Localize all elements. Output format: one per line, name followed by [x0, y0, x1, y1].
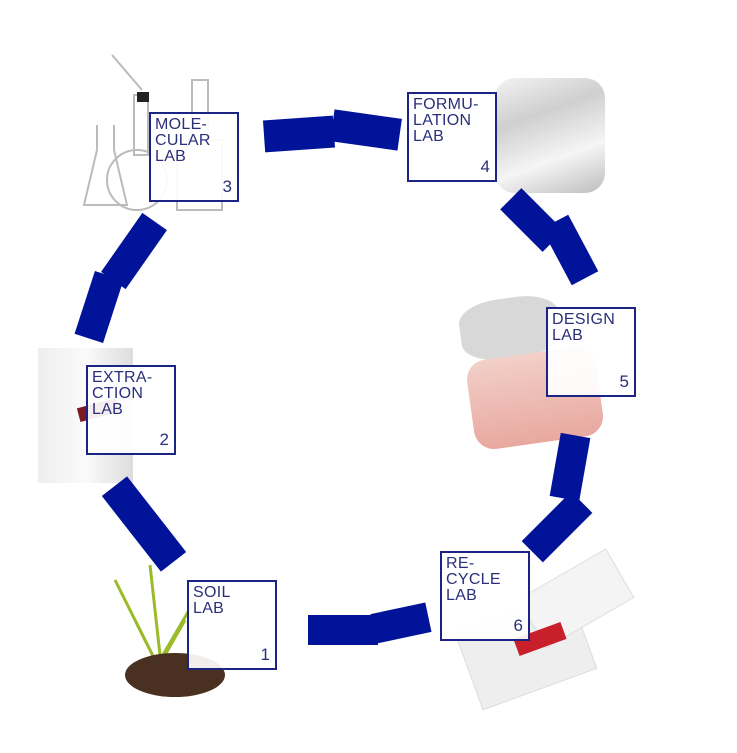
lab-number: 6	[513, 616, 523, 635]
lab-number: 2	[159, 430, 169, 449]
lab-number: 1	[260, 645, 270, 664]
lab-label: DESIGN LAB	[552, 311, 616, 344]
lab-label: FORMU- LATION LAB	[413, 96, 479, 145]
arrow-1-to-2	[101, 476, 187, 572]
lab-label: MOLE- CULAR LAB	[155, 116, 211, 165]
lab-label: RE- CYCLE LAB	[446, 555, 501, 604]
lab-box-molecular[interactable]: MOLE- CULAR LAB 3	[149, 112, 239, 202]
lab-box-formulation[interactable]: FORMU- LATION LAB 4	[407, 92, 497, 182]
arrow-3-to-4-a	[262, 115, 336, 153]
arrow-6-to-1-b	[308, 615, 378, 645]
lab-label: EXTRA- CTION LAB	[92, 369, 153, 418]
cream-photo	[495, 78, 605, 193]
lab-box-soil[interactable]: SOIL LAB 1	[187, 580, 277, 670]
arrow-4-to-5-b	[541, 214, 599, 286]
arrow-5-to-6-b	[521, 491, 593, 563]
lab-label: SOIL LAB	[193, 584, 231, 617]
lab-box-extraction[interactable]: EXTRA- CTION LAB 2	[86, 365, 176, 455]
arrow-6-to-1-a	[370, 602, 432, 644]
lab-number: 3	[222, 177, 232, 196]
lab-box-design[interactable]: DESIGN LAB 5	[546, 307, 636, 397]
arrow-2-to-3-b	[101, 212, 167, 290]
lab-number: 4	[480, 157, 490, 176]
arrow-3-to-4-b	[330, 109, 402, 151]
lab-number: 5	[619, 372, 629, 391]
lab-box-recycle[interactable]: RE- CYCLE LAB 6	[440, 551, 530, 641]
